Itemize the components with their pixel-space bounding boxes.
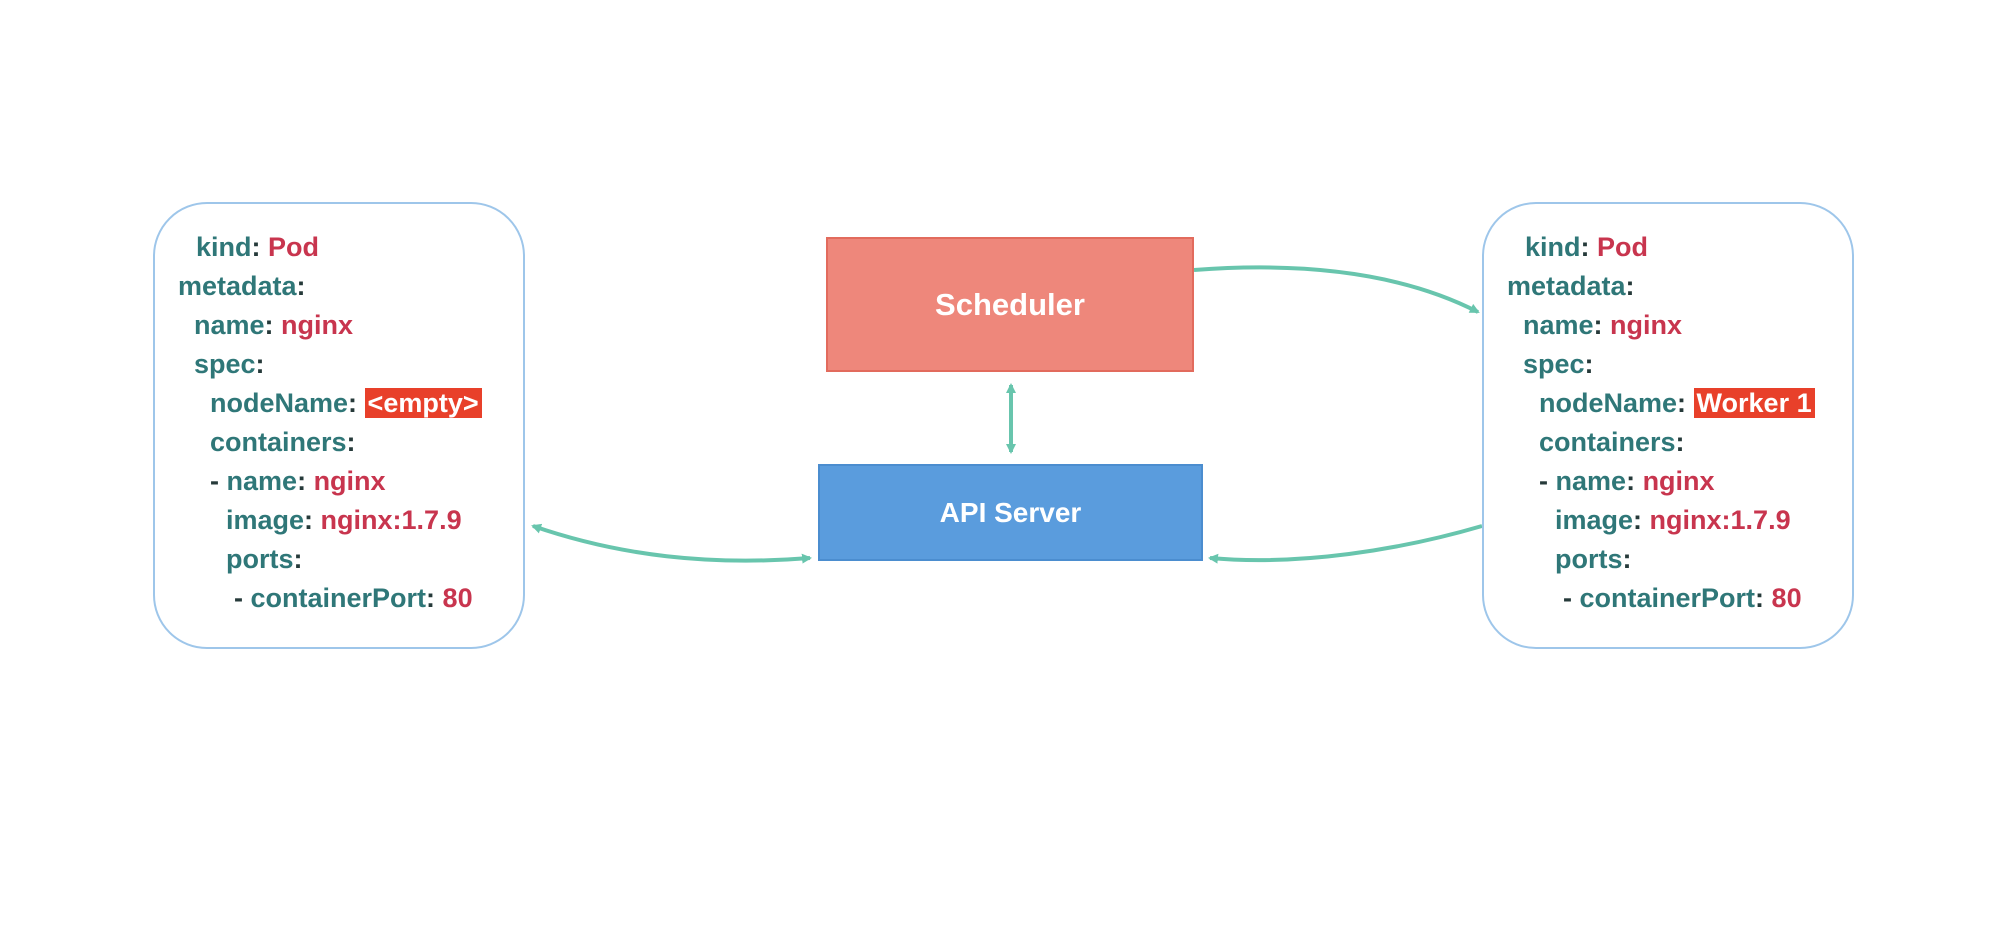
yaml-value: nginx [313,466,386,496]
yaml-key: name [1523,310,1594,340]
yaml-line-containers: containers: [210,427,356,457]
right-pod-spec-card: kind: Pod metadata: name: nginx spec: no… [1482,202,1854,649]
nodename-worker-highlight: Worker 1 [1693,388,1815,418]
yaml-key: metadata [178,271,297,301]
yaml-line-metadata: metadata: [1507,271,1635,301]
yaml-line-metadata: metadata: [178,271,306,301]
yaml-key: nodeName [1539,388,1678,418]
arrow-left-pod-api-server [531,523,812,564]
yaml-key: name [1555,466,1627,496]
yaml-value: nginx:1.7.9 [320,505,462,535]
yaml-value: Pod [1597,232,1649,262]
yaml-line-image: image: nginx:1.7.9 [226,505,462,535]
yaml-key: containerPort [1579,583,1756,613]
yaml-key: spec [194,349,256,379]
yaml-line-kind: kind: Pod [1525,232,1649,262]
yaml-key: ports [1555,544,1623,574]
yaml-line-spec: spec: [1523,349,1594,379]
yaml-value: nginx [1642,466,1715,496]
yaml-key: metadata [1507,271,1626,301]
api-server-label: API Server [939,496,1082,528]
scheduler-label: Scheduler [935,286,1085,322]
right-pod-yaml: kind: Pod metadata: name: nginx spec: no… [1484,204,1852,647]
yaml-value: 80 [1771,583,1802,613]
yaml-line-spec: spec: [194,349,265,379]
yaml-key: name [226,466,298,496]
yaml-line-container-name: - name: nginx [210,466,386,496]
yaml-line-nodename: nodeName: Worker 1 [1539,384,1815,423]
yaml-line-containers: containers: [1539,427,1685,457]
yaml-key: containers [1539,427,1676,457]
yaml-key: kind [1525,232,1581,262]
yaml-line-ports: ports: [1555,544,1632,574]
yaml-line-kind: kind: Pod [196,232,320,262]
nodename-empty-highlight: <empty> [364,388,482,418]
yaml-key: containers [210,427,347,457]
yaml-key: ports [226,544,294,574]
yaml-line-ports: ports: [226,544,303,574]
yaml-line-image: image: nginx:1.7.9 [1555,505,1791,535]
yaml-line-container-name: - name: nginx [1539,466,1715,496]
left-pod-yaml: kind: Pod metadata: name: nginx spec: no… [155,204,523,647]
yaml-key: containerPort [250,583,427,613]
api-server-box: API Server [818,464,1203,561]
yaml-dash: - [210,466,219,496]
yaml-value: nginx [281,310,354,340]
yaml-value: nginx [1610,310,1683,340]
yaml-line-container-port: - containerPort: 80 [1563,583,1802,613]
yaml-dash: - [1563,583,1572,613]
yaml-key: spec [1523,349,1585,379]
yaml-line-name: name: nginx [194,310,354,340]
yaml-value: 80 [442,583,473,613]
yaml-key: kind [196,232,252,262]
yaml-key: image [226,505,305,535]
yaml-dash: - [1539,466,1548,496]
scheduler-box: Scheduler [826,237,1194,372]
yaml-dash: - [234,583,243,613]
yaml-value: nginx:1.7.9 [1649,505,1791,535]
arrow-right-pod-to-api-server [1208,524,1483,564]
yaml-line-container-port: - containerPort: 80 [234,583,473,613]
arrow-scheduler-to-right-pod [1193,265,1480,314]
left-pod-spec-card: kind: Pod metadata: name: nginx spec: no… [153,202,525,649]
yaml-line-nodename: nodeName: <empty> [210,384,482,423]
yaml-key: nodeName [210,388,349,418]
yaml-value: Pod [268,232,320,262]
yaml-key: image [1555,505,1634,535]
yaml-key: name [194,310,265,340]
yaml-line-name: name: nginx [1523,310,1683,340]
